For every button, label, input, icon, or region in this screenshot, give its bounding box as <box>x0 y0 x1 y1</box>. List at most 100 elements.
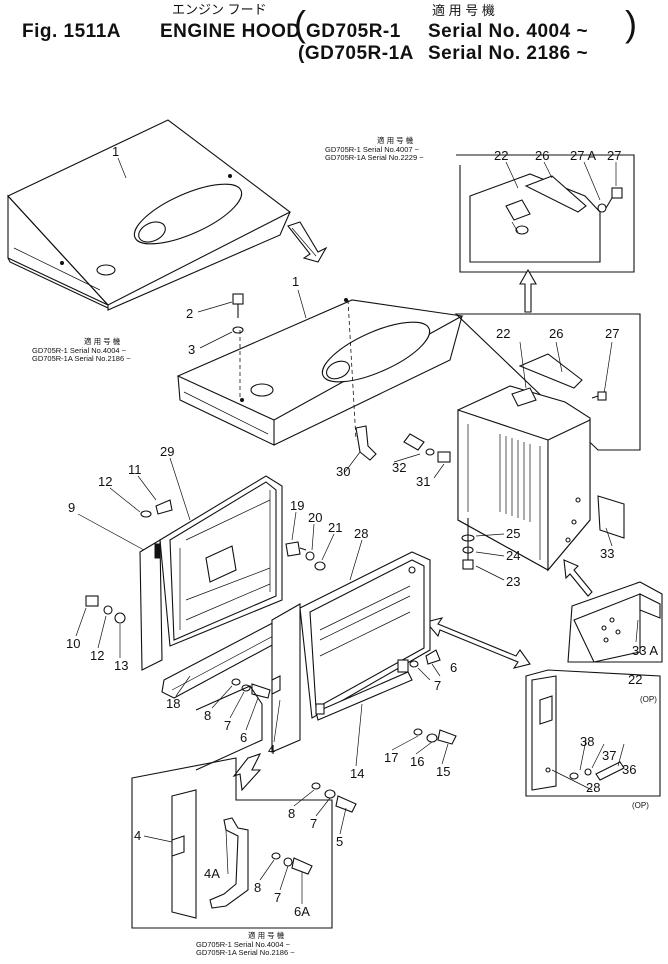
hinge-14 <box>315 659 413 721</box>
label-28-option: 28 <box>586 780 600 795</box>
arrow-to-option-33A <box>563 559 593 597</box>
label-15: 15 <box>436 764 450 779</box>
label-7-mid: 7 <box>224 718 231 733</box>
note-top-right-line2: GD705R-1A Serial No.2229 ~ <box>325 153 424 163</box>
label-6-right: 6 <box>450 660 457 675</box>
label-28-door: 28 <box>354 526 368 541</box>
radiator-fins <box>499 434 531 522</box>
label-4-mid: 4 <box>268 742 275 757</box>
note-left-line1: GD705R-1 Serial No.4004 ~ <box>32 345 127 355</box>
side-panel-9 <box>139 539 163 671</box>
figure-title-jp: エンジン フード <box>172 2 267 17</box>
bolt-2 <box>232 293 244 334</box>
detail-box-bottom <box>131 757 333 929</box>
label-18: 18 <box>166 696 180 711</box>
label-27-top: 27 <box>607 148 621 163</box>
label-17: 17 <box>384 750 398 765</box>
label-6A: 6A <box>294 904 310 919</box>
label-9: 9 <box>68 500 75 515</box>
figure-title: ENGINE HOOD <box>160 21 301 42</box>
arrow-to-option-28 <box>425 617 531 669</box>
detail-box-top-right <box>456 154 635 273</box>
label-7-right: 7 <box>434 678 441 693</box>
label-7-lower: 7 <box>310 816 317 831</box>
label-20: 20 <box>308 510 322 525</box>
label-33: 33 <box>600 546 614 561</box>
arrow-hood-upgrade <box>287 221 328 263</box>
label-4A: 4A <box>204 866 220 881</box>
serial-line-2: Serial No. 2186 ~ <box>428 43 589 64</box>
note-left-line2: GD705R-1A Serial No.2186 ~ <box>32 354 131 364</box>
label-8-bottom: 8 <box>254 880 261 895</box>
note-top-right-jp: 適 用 号 機 <box>377 136 414 145</box>
note-left-jp: 適 用 号 機 <box>84 337 121 346</box>
bracket-33 <box>597 495 625 547</box>
note-bottom-jp: 適 用 号 機 <box>248 931 285 940</box>
panel-4-upper <box>271 603 301 753</box>
figure-number: Fig. 1511A <box>22 21 121 42</box>
label-10: 10 <box>66 636 80 651</box>
label-36: 36 <box>622 762 636 777</box>
label-14: 14 <box>350 766 364 781</box>
bolt-19 <box>285 541 326 571</box>
note-top-right: 適 用 号 機 GD705R-1 Serial No.4007 ~ GD705R… <box>325 136 424 163</box>
label-25: 25 <box>506 526 520 541</box>
label-37: 37 <box>602 748 616 763</box>
label-29: 29 <box>160 444 174 459</box>
label-7-bottom: 7 <box>274 890 281 905</box>
hood-main <box>176 298 464 446</box>
bolt-5 <box>311 782 357 813</box>
label-12-lower: 12 <box>90 648 104 663</box>
label-5: 5 <box>336 834 343 849</box>
note-top-right-line1: GD705R-1 Serial No.4007 ~ <box>325 144 420 154</box>
leader-lines <box>75 157 639 904</box>
open-paren: ( <box>294 3 306 44</box>
label-1-main: 1 <box>292 274 299 289</box>
label-26-mid: 26 <box>549 326 563 341</box>
serial-line-1: Serial No. 4004 ~ <box>428 21 589 42</box>
side-panel-29 <box>159 475 283 647</box>
note-bottom: 適 用 号 機 GD705R-1 Serial No.4004 ~ GD705R… <box>196 931 295 958</box>
bolt-6-right <box>409 649 441 668</box>
label-8-mid: 8 <box>204 708 211 723</box>
bracket-30 <box>355 425 377 461</box>
label-6-mid: 6 <box>240 730 247 745</box>
label-2: 2 <box>186 306 193 321</box>
label-26-top: 26 <box>535 148 549 163</box>
bolt-10 <box>85 595 126 624</box>
label-22-option: 22 <box>628 672 642 687</box>
label-22-mid: 22 <box>496 326 510 341</box>
bolt-31 <box>403 433 451 463</box>
arrow-to-detail <box>519 268 537 313</box>
label-24: 24 <box>506 548 520 563</box>
hood-upper-assembly <box>7 119 292 311</box>
note-left: 適 用 号 機 GD705R-1 Serial No.4004 ~ GD705R… <box>32 337 131 364</box>
label-27A: 27 A <box>570 148 596 163</box>
label-11: 11 <box>128 462 142 477</box>
label-30: 30 <box>336 464 350 479</box>
label-38: 38 <box>580 734 594 749</box>
option-box-28 <box>525 669 661 797</box>
option-box-33A <box>567 581 663 663</box>
label-4-bottom: 4 <box>134 828 141 843</box>
model-line-1: GD705R-1 <box>306 21 401 42</box>
model-line-2: (GD705R-1A <box>298 43 414 64</box>
label-1-upper: 1 <box>112 144 119 159</box>
label-23: 23 <box>506 574 520 589</box>
note-bottom-line1: GD705R-1 Serial No.4004 ~ <box>196 939 291 949</box>
bolt-6-left <box>231 678 271 699</box>
arrow-to-lower-detail <box>232 753 262 792</box>
part-number-labels: 1 1 2 3 22 26 27 A 27 22 26 27 30 32 31 … <box>66 144 658 919</box>
bolt-23-stack <box>461 518 475 570</box>
label-12-upper: 12 <box>98 474 112 489</box>
bolt-27 <box>591 391 607 401</box>
door-panel-28 <box>299 551 431 719</box>
label-33A: 33 A <box>632 643 658 658</box>
label-22-top: 22 <box>494 148 508 163</box>
label-31: 31 <box>416 474 430 489</box>
applicable-models-jp: 適 用 号 機 <box>432 3 495 18</box>
bolt-15 <box>413 728 457 745</box>
option-label-33A-box: (OP) <box>640 695 657 704</box>
